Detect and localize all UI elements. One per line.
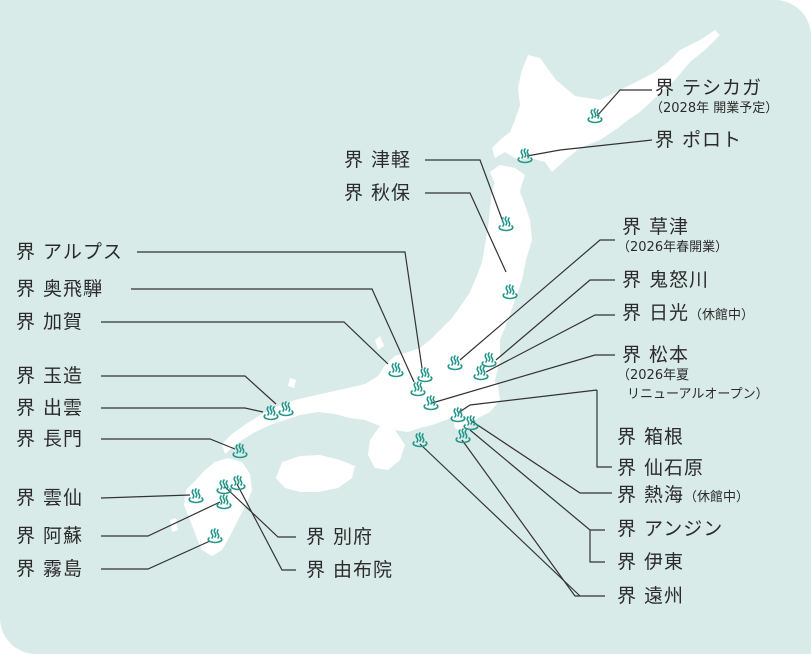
note-nikko: （休館中） (689, 308, 755, 323)
label-kusatsu[interactable]: 界 草津 (622, 216, 690, 238)
onsen-icon[interactable] (446, 355, 464, 371)
label-yufuin[interactable]: 界 由布院 (306, 559, 394, 581)
label-unzen[interactable]: 界 雲仙 (16, 487, 84, 509)
onsen-icon[interactable] (229, 475, 247, 491)
label-teshikaga[interactable]: 界 テシカガ (655, 77, 763, 99)
onsen-icon[interactable] (231, 443, 249, 459)
note-matsumoto-line1: （2026年夏 (617, 368, 690, 383)
onsen-icon[interactable] (262, 405, 280, 421)
label-sengokuhara[interactable]: 界 仙石原 (617, 457, 705, 479)
onsen-icon[interactable] (449, 407, 467, 423)
onsen-icon[interactable] (454, 428, 472, 444)
label-matsumoto[interactable]: 界 松本 (622, 344, 690, 366)
label-alps[interactable]: 界 アルプス (16, 241, 123, 263)
label-nikko-name: 界 日光 (622, 302, 690, 324)
onsen-icon[interactable] (416, 367, 434, 383)
onsen-icon[interactable] (516, 148, 534, 164)
label-kirishima[interactable]: 界 霧島 (16, 558, 84, 580)
onsen-icon[interactable] (422, 395, 440, 411)
label-hakone[interactable]: 界 箱根 (617, 426, 685, 448)
onsen-icon[interactable] (187, 488, 205, 504)
onsen-icon[interactable] (462, 415, 480, 431)
onsen-icon[interactable] (497, 216, 515, 232)
label-anjin[interactable]: 界 アンジン (617, 518, 724, 540)
note-teshikaga: （2028年 開業予定） (650, 101, 779, 116)
label-atami[interactable]: 界 熱海（休館中） (617, 484, 749, 509)
note-atami: （休館中） (684, 490, 750, 505)
note-matsumoto-line2: リニューアルオープン） (627, 387, 769, 402)
label-poroto[interactable]: 界 ポロト (655, 129, 743, 151)
note-kusatsu: （2026年春開業） (617, 240, 729, 255)
label-okuhida[interactable]: 界 奥飛騨 (16, 278, 104, 300)
leader-lines (100, 89, 653, 597)
label-tamatsukuri[interactable]: 界 玉造 (16, 365, 84, 387)
label-tsugaru[interactable]: 界 津軽 (344, 149, 412, 171)
onsen-icon[interactable] (501, 284, 519, 300)
label-akiu[interactable]: 界 秋保 (344, 182, 412, 204)
label-enshu[interactable]: 界 遠州 (617, 585, 685, 607)
label-aso[interactable]: 界 阿蘇 (16, 525, 84, 547)
land-masses (170, 30, 720, 556)
onsen-icon[interactable] (411, 432, 429, 448)
label-atami-name: 界 熱海 (617, 484, 685, 506)
onsen-icon[interactable] (480, 352, 498, 368)
label-beppu[interactable]: 界 別府 (306, 526, 374, 548)
onsen-icon[interactable] (586, 108, 604, 124)
label-kinugawa[interactable]: 界 鬼怒川 (622, 269, 710, 291)
onsen-icon[interactable] (206, 528, 224, 544)
onsen-icon[interactable] (215, 494, 233, 510)
onsen-icon[interactable] (215, 479, 233, 495)
label-nagato[interactable]: 界 長門 (16, 428, 84, 450)
label-kaga[interactable]: 界 加賀 (16, 311, 84, 333)
onsen-icon[interactable] (409, 381, 427, 397)
onsen-icon[interactable] (277, 401, 295, 417)
label-nikko[interactable]: 界 日光（休館中） (622, 302, 754, 327)
label-izumo[interactable]: 界 出雲 (16, 397, 84, 419)
onsen-icon[interactable] (472, 365, 490, 381)
label-ito[interactable]: 界 伊東 (617, 551, 685, 573)
onsen-icon[interactable] (387, 362, 405, 378)
